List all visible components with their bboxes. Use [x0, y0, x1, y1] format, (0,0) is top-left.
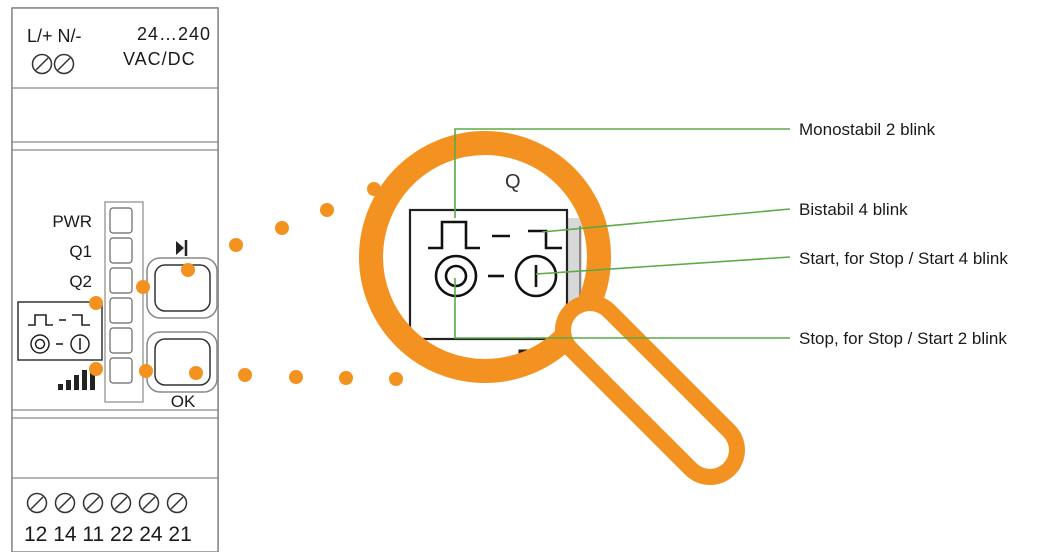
callout-label-start: Start, for Stop / Start 4 blink — [799, 249, 1008, 268]
screw-terminal-icon — [53, 53, 75, 75]
mode-symbol-box — [17, 301, 103, 361]
screw-terminal-icon — [26, 492, 48, 514]
magnifier-lens — [359, 131, 611, 383]
led-mode — [109, 297, 133, 324]
svg-text:Q: Q — [505, 171, 521, 193]
screw-terminal-icon — [82, 492, 104, 514]
magnified-panel: Q — [408, 171, 582, 360]
screw-terminal-icon — [110, 492, 132, 514]
start-symbol-icon — [514, 254, 558, 298]
led-mode — [109, 327, 133, 354]
magnifier-handle-inner — [571, 311, 729, 469]
led-q2 — [109, 267, 133, 294]
stop-symbol-icon — [434, 254, 478, 298]
signal-bars-icon — [58, 365, 95, 390]
bistable-step-icon — [72, 314, 90, 326]
monostable-pulse-icon — [428, 220, 480, 250]
screw-terminal-icon — [54, 492, 76, 514]
power-terminal-label: L/+ N/- — [27, 26, 82, 46]
callout-label-stop: Stop, for Stop / Start 2 blink — [799, 329, 1007, 348]
zoom-dots — [89, 182, 403, 386]
led-q1 — [109, 237, 133, 264]
play-symbol-icon — [176, 240, 188, 256]
voltage-type-label: VAC/DC — [123, 49, 196, 69]
led-label-pwr: PWR — [52, 212, 92, 231]
voltage-range-label: 24…240 — [137, 24, 211, 44]
bottom-terminal-screws — [26, 492, 188, 514]
screw-terminal-icon — [166, 492, 188, 514]
led-column — [104, 201, 144, 403]
led-level — [109, 357, 133, 384]
stop-symbol-icon — [30, 334, 50, 354]
callout-label-bistable: Bistabil 4 blink — [799, 200, 908, 219]
ok-button-label: OK — [171, 392, 196, 411]
led-label-q2: Q2 — [69, 272, 92, 291]
select-button[interactable] — [146, 257, 218, 319]
start-symbol-icon — [70, 334, 90, 354]
callout-lines — [454, 128, 791, 339]
screw-terminal-icon — [138, 492, 160, 514]
led-label-q1: Q1 — [69, 242, 92, 261]
bottom-terminal-numbers: 12 14 11 22 24 21 — [24, 523, 192, 546]
ok-button[interactable] — [146, 331, 218, 393]
bistable-step-icon — [528, 229, 562, 250]
led-pwr — [109, 207, 133, 234]
callout-label-monostable: Monostabil 2 blink — [799, 120, 936, 139]
monostable-pulse-icon — [28, 314, 53, 326]
screw-terminal-icon — [31, 53, 53, 75]
